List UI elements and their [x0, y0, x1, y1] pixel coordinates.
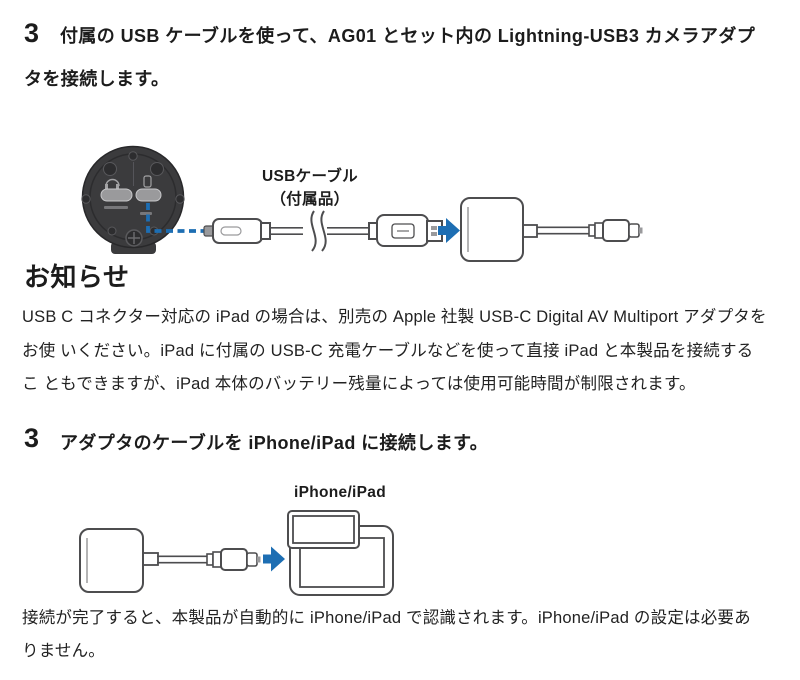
usb-c-port [135, 188, 162, 202]
notice-line-2: お使 いください。iPad に付属の USB-C 充電ケーブルなどを使って直接 … [22, 342, 754, 360]
camera-adapter-illustration [460, 197, 643, 262]
ag01-device-bottom-illustration [81, 145, 185, 254]
notice-line-1: USB C コネクター対応の iPad の場合は、別売の Apple 社製 US… [22, 308, 767, 326]
usb-cable-connection-illustration [81, 145, 643, 262]
cable-label-line1: USBケーブル [262, 168, 358, 185]
power-port [100, 188, 133, 202]
knob-icon [125, 229, 143, 247]
step2-number: 3 [24, 423, 40, 453]
cable-break-icon [310, 210, 327, 252]
camera-adapter-illustration-2 [79, 528, 261, 593]
notice-heading: お知らせ [24, 262, 130, 292]
step2-text: アダプタのケーブルを iPhone/iPad に接続します。 [60, 433, 489, 453]
notice-line-3: こ ともできますが、iPad 本体のバッテリー残量によっては使用可能時間が制限さ… [22, 375, 696, 393]
arrow-right-icon [438, 218, 460, 243]
iphone-ipad-label: iPhone/iPad [293, 484, 386, 501]
usb-a-plug-icon [368, 214, 443, 247]
lightning-plug-icon-2 [206, 548, 261, 571]
cable-label-line2: （付属品） [270, 191, 350, 208]
usb-device-icon [143, 175, 152, 188]
headphone-icon [105, 178, 120, 189]
adapter-to-iphone-illustration [79, 510, 394, 596]
footer-line-1: 接続が完了すると、本製品が自動的に iPhone/iPad で認識されます。iP… [22, 609, 751, 627]
arrow-right-icon-2 [263, 546, 285, 572]
iphone-illustration [287, 510, 360, 549]
footer-line-2: りません。 [22, 642, 106, 660]
dashed-connection-line [146, 203, 204, 233]
lightning-plug-icon [588, 219, 643, 242]
step1-number: 3 [24, 18, 40, 48]
step1-text-line2: タを接続します。 [24, 69, 170, 89]
screw-icons [81, 151, 185, 236]
step1-text-line1: 付属の USB ケーブルを使って、AG01 とセット内の Lightning-U… [60, 26, 756, 46]
usb-cable-illustration [203, 210, 443, 252]
